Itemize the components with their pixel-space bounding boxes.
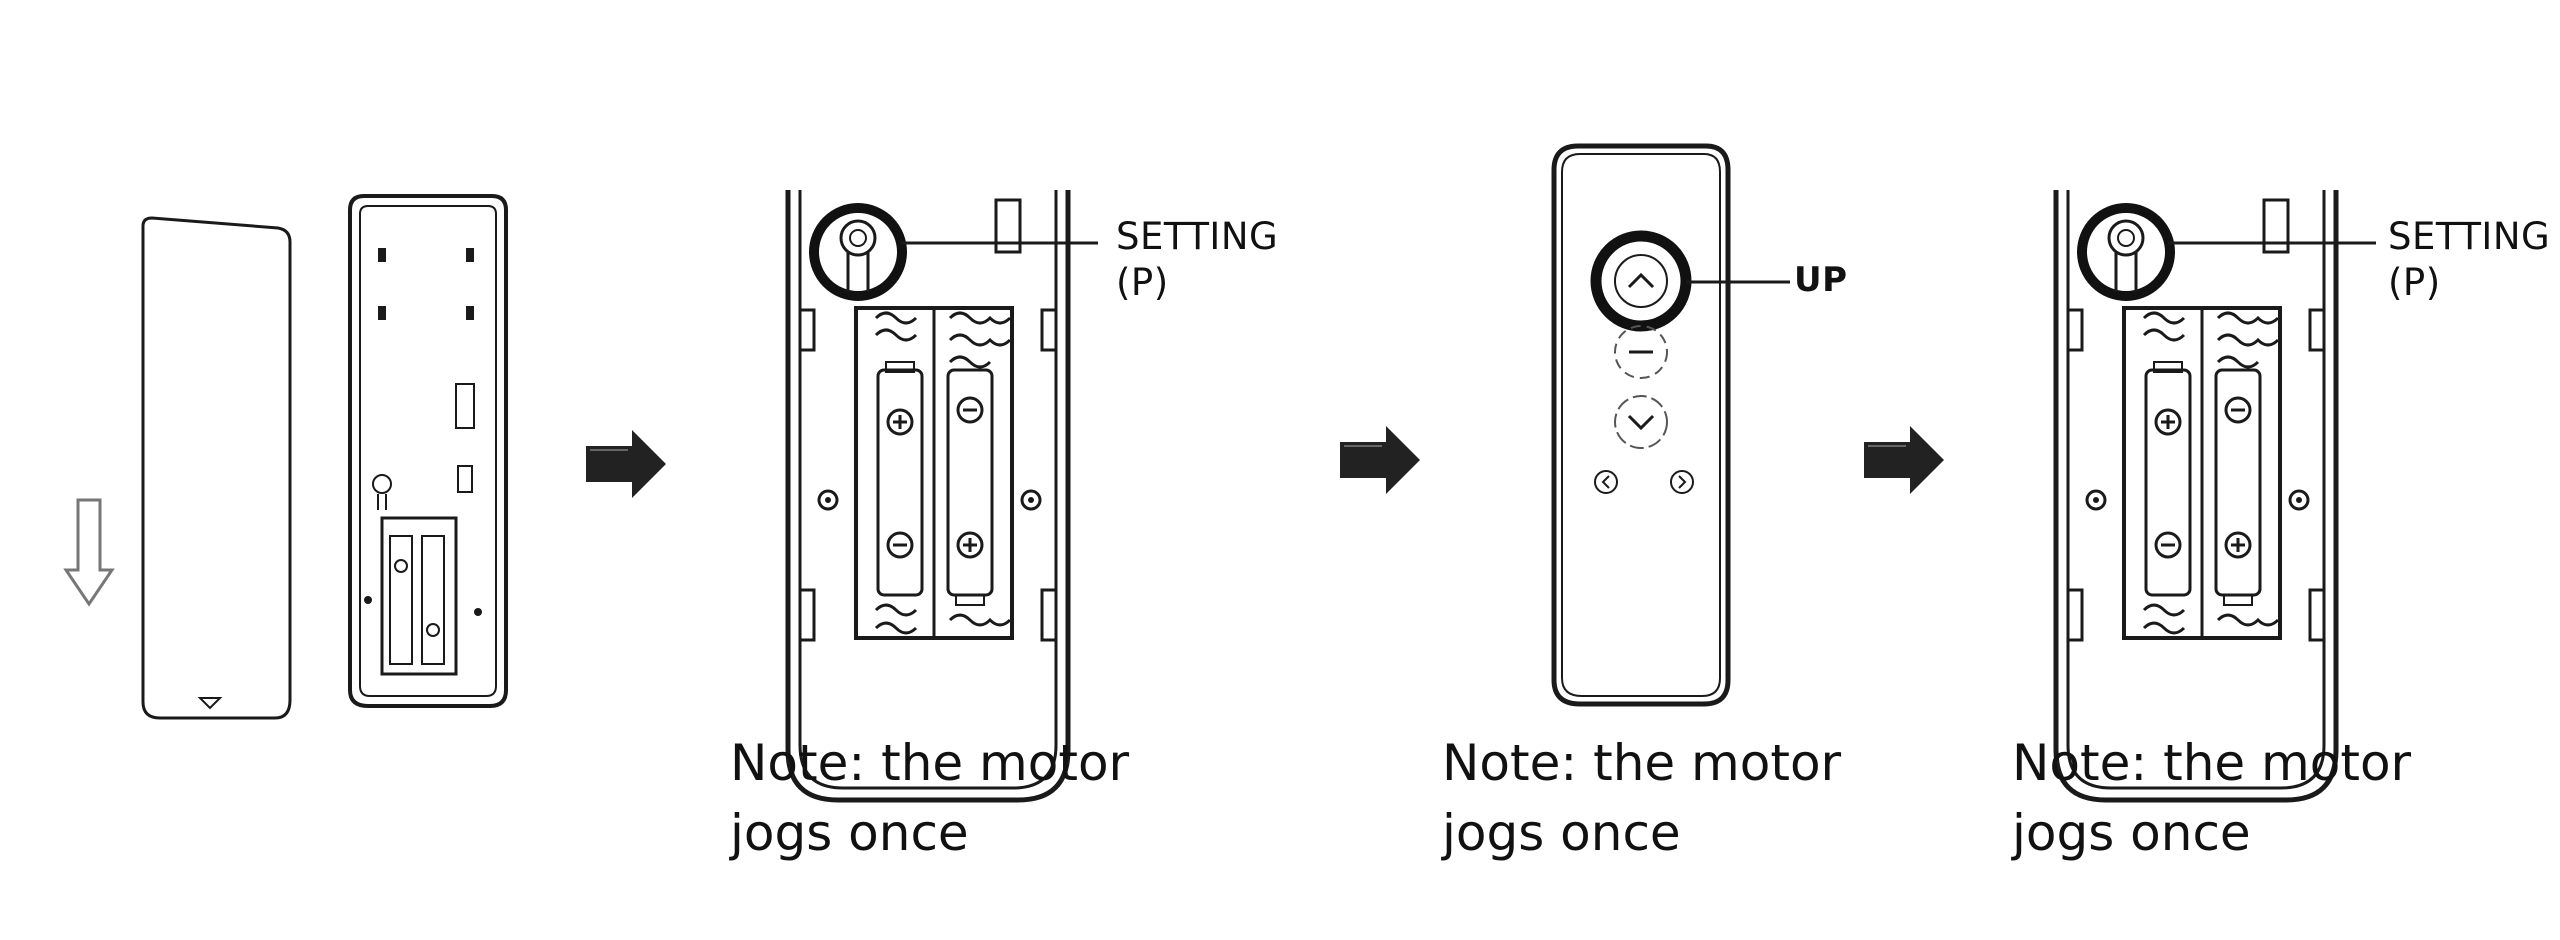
- stop-icon: [1614, 325, 1668, 379]
- note-line-2: jogs once: [730, 804, 969, 862]
- battery-compartment: [788, 190, 1068, 800]
- setting-callout: SETTING (P): [1116, 214, 1278, 306]
- note-line-1: Note: the motor: [730, 734, 1130, 792]
- right-arrow-icon: [585, 429, 667, 499]
- up-callout: UP: [1794, 260, 1848, 300]
- right-chevron-icon: [1670, 470, 1694, 494]
- note-line-2: jogs once: [2012, 804, 2251, 862]
- setting-p-label: (P): [1116, 261, 1169, 304]
- note-line-1: Note: the motor: [1442, 734, 1842, 792]
- step-2-press-setting: [788, 190, 1098, 800]
- setting-p-label: (P): [2388, 261, 2441, 304]
- step-3-note: Note: the motor jogs once: [1442, 728, 1841, 868]
- note-line-1: Note: the motor: [2012, 734, 2412, 792]
- step-1-cover-removal: [63, 194, 508, 720]
- left-chevron-icon: [1594, 470, 1618, 494]
- setting-callout: SETTING (P): [2388, 214, 2550, 306]
- step-2-note: Note: the motor jogs once: [730, 728, 1129, 868]
- setting-label: SETTING: [2388, 215, 2551, 258]
- note-line-2: jogs once: [1442, 804, 1681, 862]
- step-3-press-up: [1551, 143, 1790, 707]
- remote-back-open: [348, 194, 508, 708]
- right-arrow-icon: [1339, 425, 1421, 495]
- step-4-note: Note: the motor jogs once: [2012, 728, 2411, 868]
- down-chevron-icon: [1614, 395, 1668, 449]
- right-arrow-icon: [1863, 425, 1945, 495]
- step-4-press-setting: [2056, 190, 2376, 800]
- battery-cover: [141, 216, 292, 720]
- remote-front: [1551, 143, 1731, 707]
- setting-label: SETTING: [1116, 215, 1279, 258]
- battery-compartment: [2056, 190, 2336, 800]
- up-chevron-icon: [1614, 254, 1668, 308]
- down-arrow-icon: [63, 498, 115, 607]
